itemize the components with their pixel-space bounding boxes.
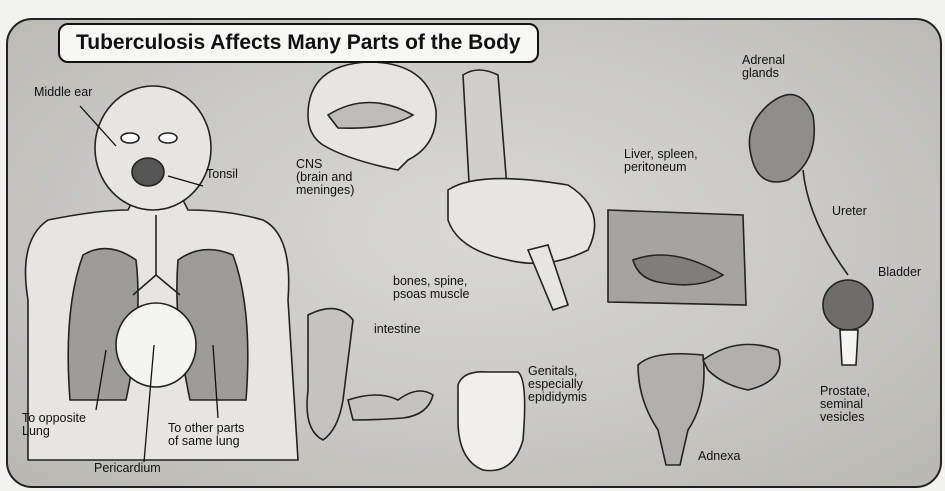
- kidney-drawing: [749, 95, 814, 182]
- diagram-title: Tuberculosis Affects Many Parts of the B…: [58, 23, 539, 63]
- heart-drawing: [116, 303, 196, 387]
- intestine-drawing: [307, 309, 353, 440]
- pelvis-drawing: [448, 179, 595, 264]
- ureter-drawing: [803, 170, 848, 275]
- label-middle-ear: Middle ear: [34, 86, 92, 99]
- label-ureter: Ureter: [832, 205, 867, 218]
- bladder-drawing: [823, 280, 873, 330]
- label-bones: bones, spine, psoas muscle: [393, 275, 469, 301]
- head-drawing: [95, 86, 211, 210]
- label-genitals: Genitals, especially epididymis: [528, 365, 587, 404]
- label-adnexa: Adnexa: [698, 450, 740, 463]
- label-opposite-lung: To opposite Lung: [22, 412, 86, 438]
- diagram-frame: Tuberculosis Affects Many Parts of the B…: [6, 18, 942, 488]
- label-bladder: Bladder: [878, 266, 921, 279]
- uterus-drawing: [638, 354, 704, 465]
- label-other-parts: To other parts of same lung: [168, 422, 244, 448]
- label-intestine: intestine: [374, 323, 421, 336]
- label-adrenal: Adrenal glands: [742, 54, 785, 80]
- body-illustrations: [8, 20, 940, 486]
- label-tonsil: Tonsil: [206, 168, 238, 181]
- label-liver: Liver, spleen, peritoneum: [624, 148, 698, 174]
- label-cns: CNS (brain and meninges): [296, 158, 354, 197]
- genitals-drawing: [458, 372, 525, 471]
- label-prostate: Prostate, seminal vesicles: [820, 385, 870, 424]
- label-pericardium: Pericardium: [94, 462, 161, 475]
